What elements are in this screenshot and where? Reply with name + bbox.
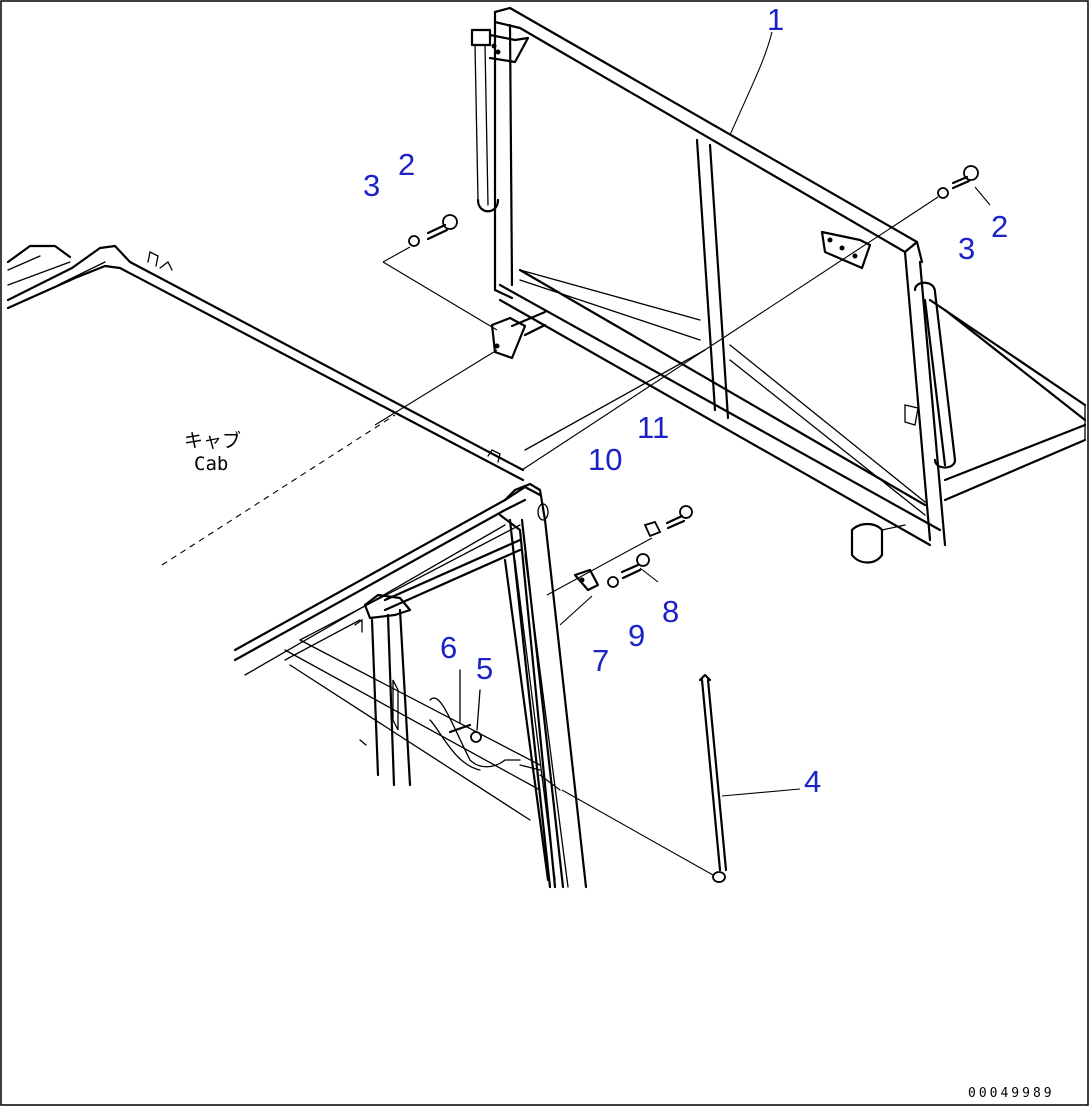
- cab-label-japanese: キャブ: [184, 429, 241, 452]
- washer-part-3-right: [937, 187, 949, 199]
- bolt-part-11: [665, 505, 693, 530]
- washer-part-5: [470, 689, 482, 743]
- washer-part-9: [607, 576, 619, 588]
- pin-part-6: [448, 669, 472, 734]
- bolt-part-2-left: [426, 214, 458, 241]
- bracket-part-7: [573, 568, 600, 592]
- callout-1: 1: [767, 2, 784, 37]
- callout-11: 11: [637, 410, 669, 445]
- assembly-lines: [374, 196, 939, 876]
- washer-part-3-left: [408, 235, 420, 247]
- bolt-part-2-right: [951, 165, 979, 190]
- callout-4: 4: [804, 764, 821, 799]
- callout-6: 6: [440, 630, 457, 665]
- callout-2-left: 2: [398, 147, 415, 182]
- cab-label: キャブ Cab: [184, 429, 241, 475]
- guard-frame-part-1: [470, 6, 1087, 564]
- callout-10: 10: [588, 442, 622, 477]
- callout-5: 5: [476, 651, 493, 686]
- callout-2-right: 2: [991, 209, 1008, 244]
- stay-rod-part-4: [698, 673, 728, 883]
- drawing-code: 00049989: [968, 1086, 1055, 1101]
- callout-8: 8: [662, 594, 679, 629]
- callout-leaders: [639, 31, 991, 797]
- callout-9: 9: [628, 618, 645, 653]
- cab-label-english: Cab: [194, 453, 228, 475]
- callouts: 1 2 3 2 3 4 5 6 7 8 9 10 11: [363, 2, 1008, 799]
- nut-part-10: [643, 520, 662, 538]
- callout-3-right: 3: [958, 231, 975, 266]
- callout-3-left: 3: [363, 168, 380, 203]
- cab: [6, 244, 588, 889]
- callout-7: 7: [592, 643, 609, 678]
- mount-bracket-left: [490, 310, 547, 360]
- bolt-part-8: [620, 553, 650, 580]
